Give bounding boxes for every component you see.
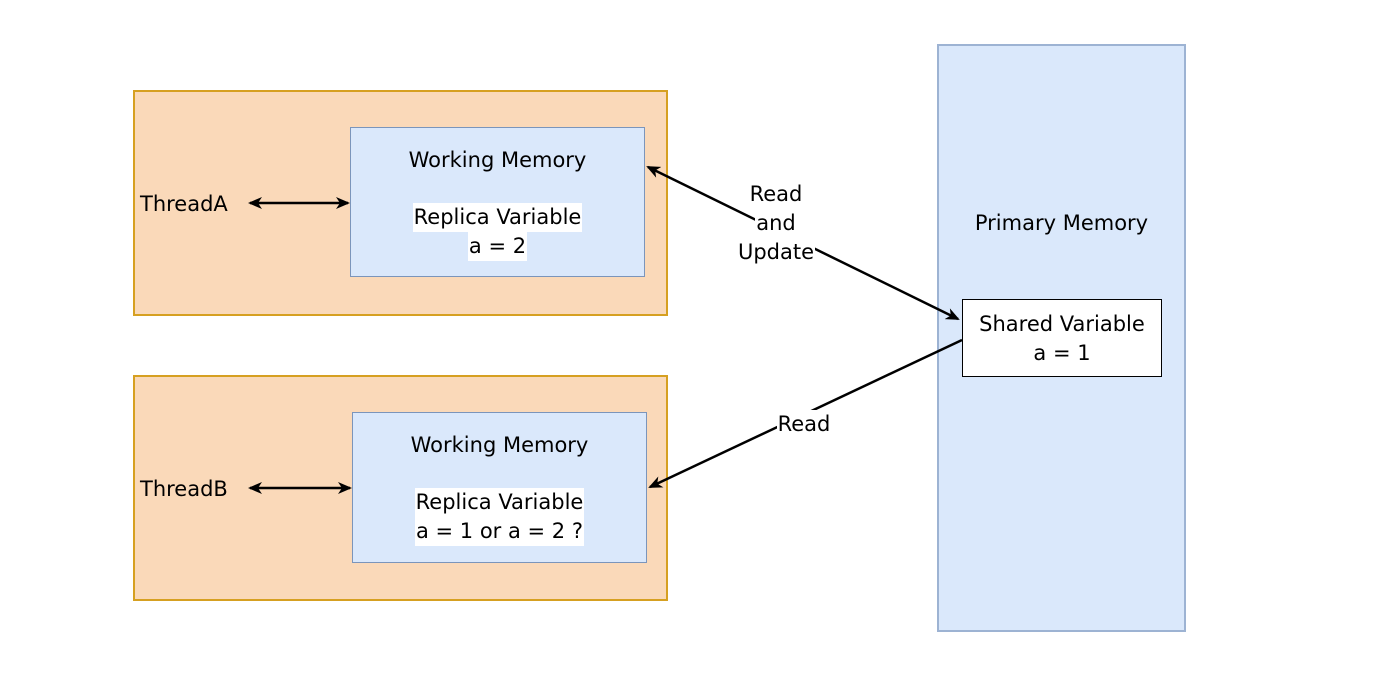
thread-a-label: ThreadA xyxy=(140,192,228,216)
thread-a-working-memory-title: Working Memory xyxy=(408,148,587,172)
read-update-edge-label-line-3-text: Update xyxy=(736,238,816,267)
read-update-edge-label-line-3: Update xyxy=(726,238,826,267)
thread-a-working-memory xyxy=(350,127,645,277)
read-edge-label-text: Read xyxy=(776,410,832,439)
read-update-edge-label-line-1-text: Read xyxy=(748,180,804,209)
thread-b-replica-value: a = 1 or a = 2 ? xyxy=(352,517,647,546)
thread-b-label: ThreadB xyxy=(140,477,228,501)
shared-variable-box xyxy=(962,299,1162,377)
shared-variable-label: Shared Variable xyxy=(979,312,1145,336)
thread-a-replica-value: a = 2 xyxy=(350,232,645,261)
read-update-edge-label-line-2-text: and xyxy=(755,209,797,238)
thread-a-replica-label: Replica Variable xyxy=(350,203,645,232)
thread-b-working-memory-title: Working Memory xyxy=(410,433,589,457)
thread-b-replica-value-text: a = 1 or a = 2 ? xyxy=(414,517,584,546)
read-edge-label: Read xyxy=(754,410,854,439)
shared-variable-value: a = 1 xyxy=(1033,341,1091,365)
thread-a-replica-label-text: Replica Variable xyxy=(412,203,583,232)
thread-a-replica-value-text: a = 2 xyxy=(467,232,528,261)
primary-memory-title: Primary Memory xyxy=(974,211,1149,235)
thread-b-replica-label-text: Replica Variable xyxy=(414,488,585,517)
read-update-edge-label-line-1: Read xyxy=(726,180,826,209)
read-update-edge-label-line-2: and xyxy=(726,209,826,238)
thread-b-replica-label: Replica Variable xyxy=(352,488,647,517)
